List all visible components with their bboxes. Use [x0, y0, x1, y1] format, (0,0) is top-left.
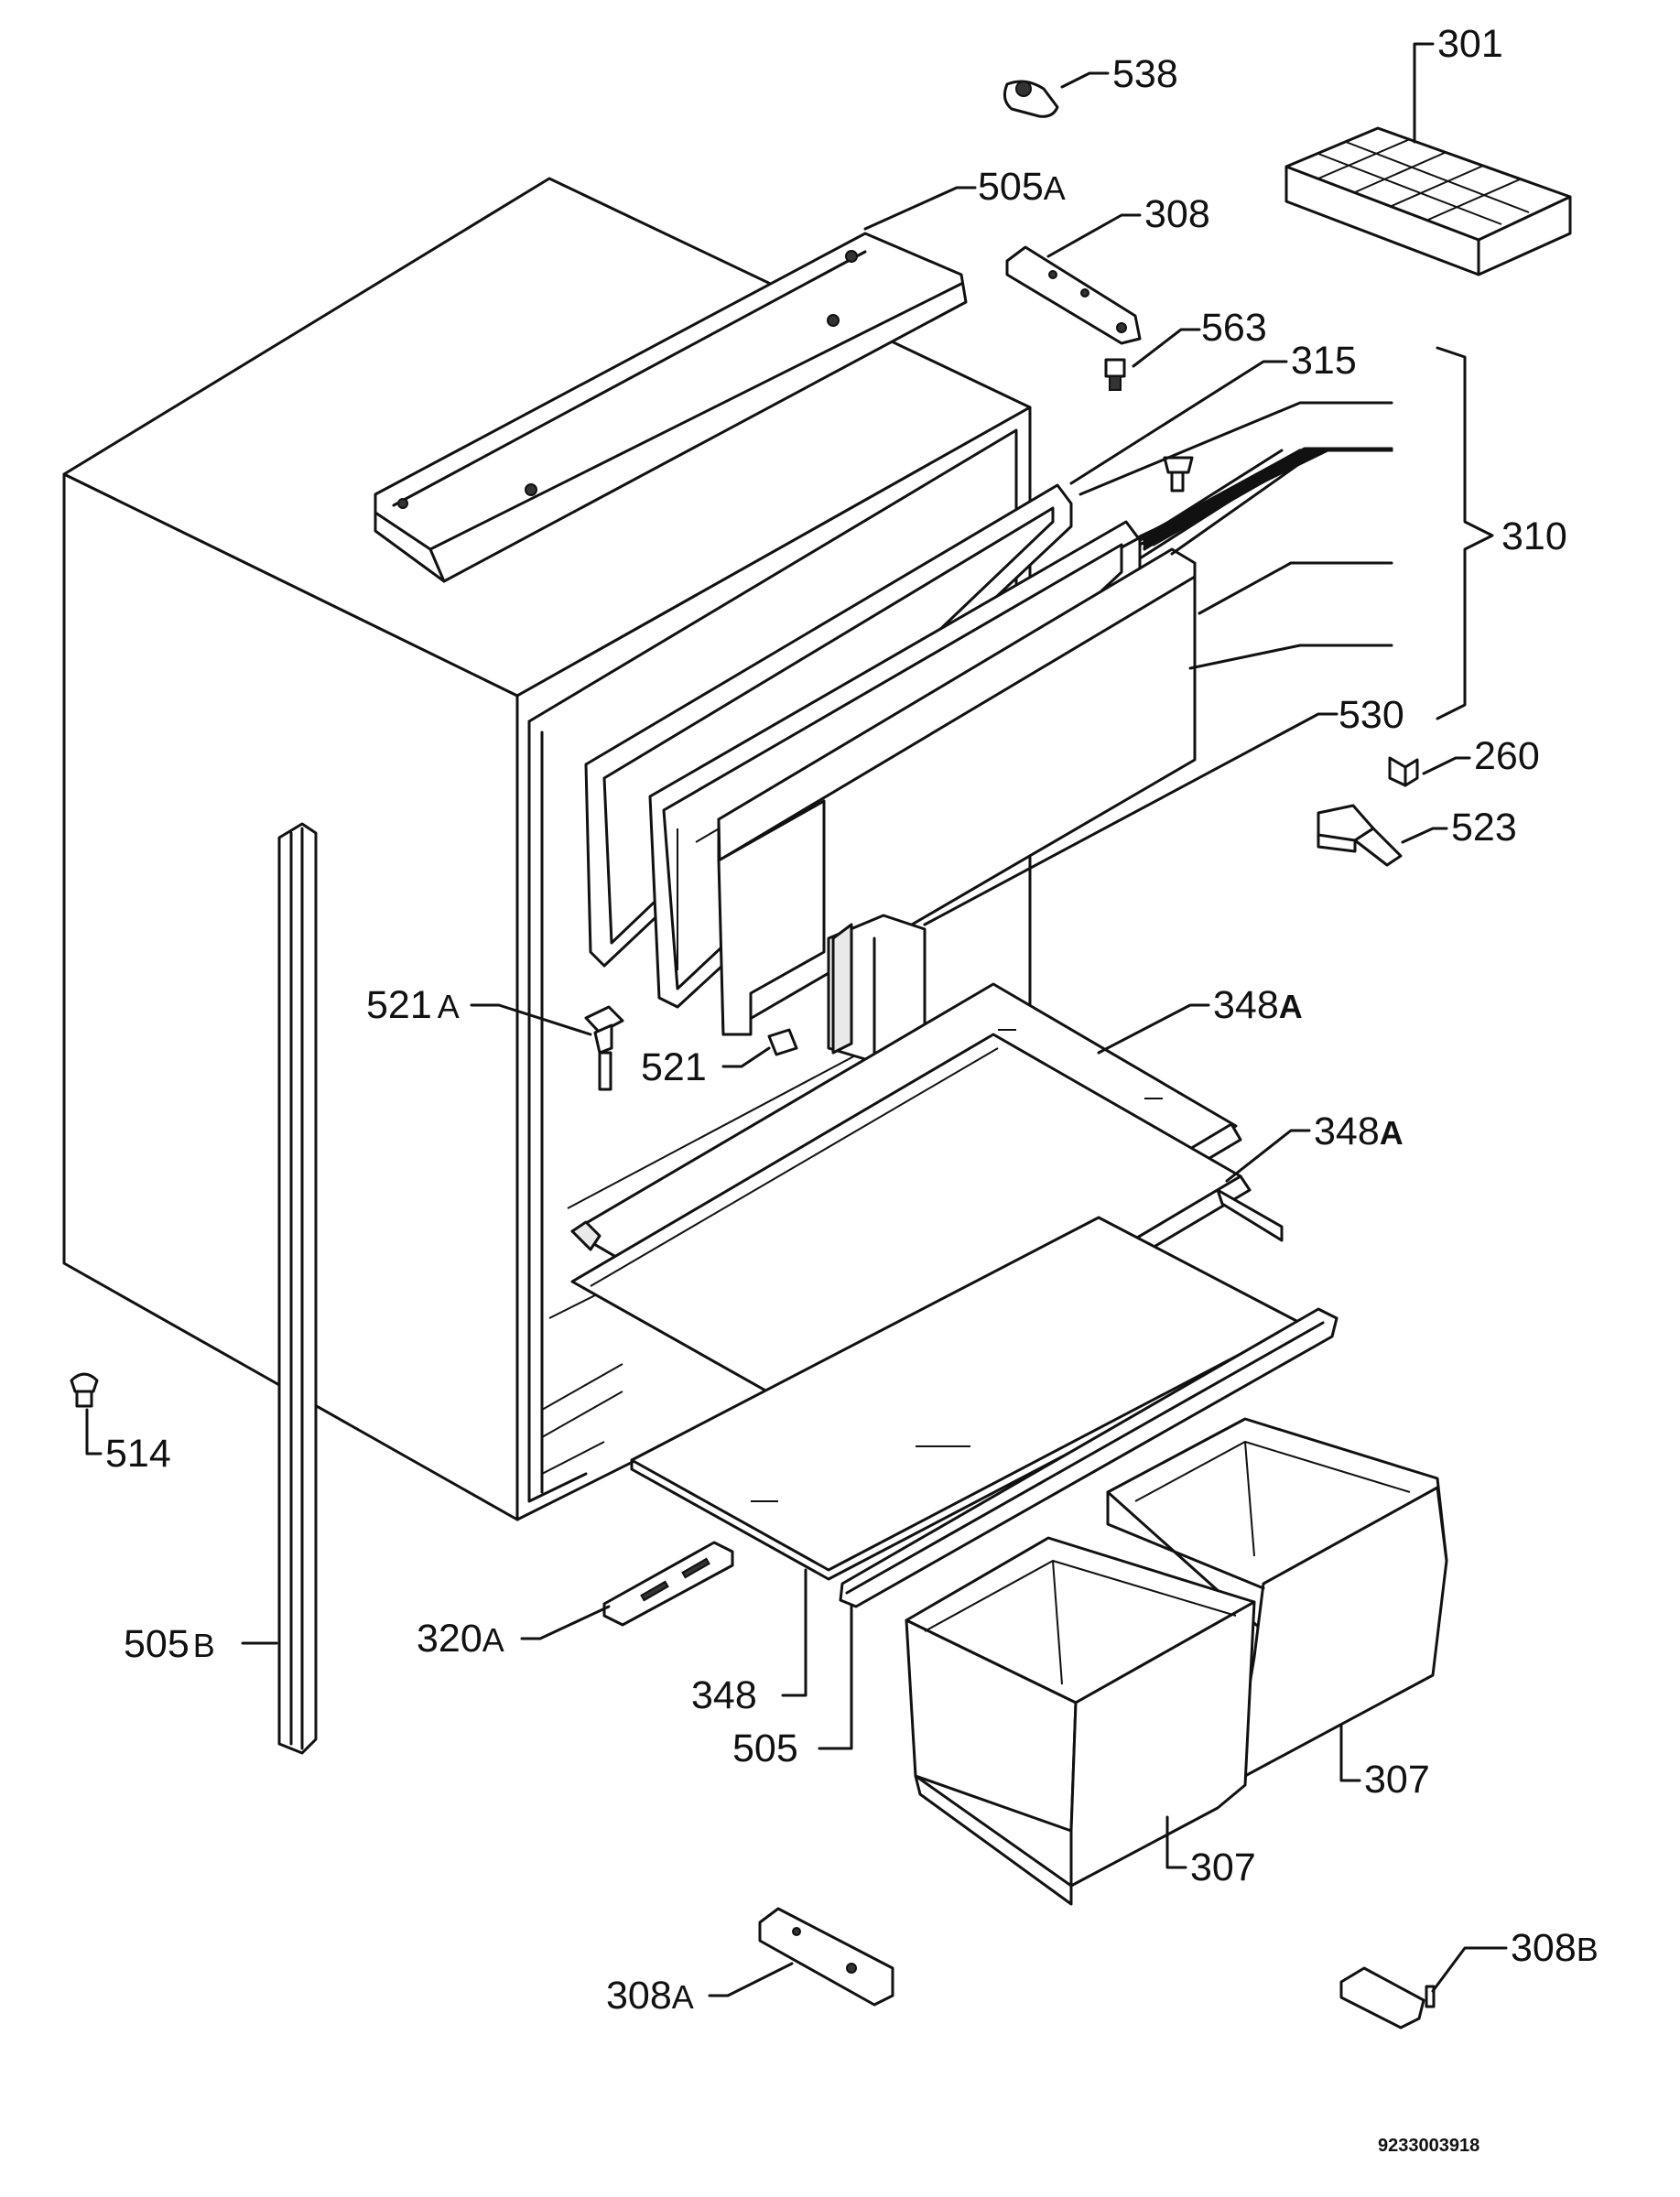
label-538: 538 [1112, 52, 1178, 96]
label-523: 523 [1451, 806, 1517, 850]
label-505a: 505A [978, 165, 1066, 209]
label-307-left: 307 [1190, 1845, 1256, 1889]
label-308b: 308B [1511, 1926, 1599, 1970]
label-307-right: 307 [1364, 1758, 1430, 1802]
label-308: 308 [1144, 192, 1210, 236]
pin-563 [1104, 358, 1126, 391]
clip-260 [1388, 756, 1419, 787]
bracket-320a [602, 1541, 734, 1627]
bin-307-right [1106, 1417, 1448, 1778]
hinge-308 [1005, 245, 1142, 345]
hinge-308b [1339, 1966, 1436, 2029]
top-rail-505a [374, 232, 968, 583]
front-strip-505 [839, 1307, 1339, 1608]
label-521: 521 [641, 1045, 707, 1089]
label-530: 530 [1339, 693, 1404, 737]
label-260: 260 [1474, 734, 1540, 778]
bin-307-left [905, 1536, 1256, 1906]
label-320a: 320A [417, 1617, 504, 1661]
label-315: 315 [1291, 339, 1357, 383]
label-301: 301 [1437, 22, 1503, 66]
label-348a-upper: 348A [1213, 983, 1303, 1027]
leader-lines [85, 42, 1508, 1997]
document-number: 9233003918 [1378, 2136, 1479, 2156]
label-308a: 308A [606, 1974, 694, 2018]
label-348a-lower: 348A [1314, 1109, 1404, 1153]
handle-530 [827, 914, 927, 1064]
screw-315 [1163, 456, 1194, 492]
label-310: 310 [1501, 514, 1567, 558]
callout-labels: 538 301 505A 308 563 315 310 530 260 523… [105, 22, 1599, 2156]
door-panel-530 [717, 547, 1197, 1036]
label-505: 505 [732, 1726, 798, 1770]
clip-538 [1003, 80, 1059, 118]
screw-514 [70, 1372, 99, 1408]
switch-523 [1317, 804, 1403, 867]
ice-tray-301 [1284, 126, 1572, 276]
vertical-seal-505b [277, 822, 318, 1755]
hinge-308a [758, 1907, 894, 2007]
label-563: 563 [1201, 306, 1267, 350]
ice-tray-grid [1317, 138, 1530, 225]
clip-521 [767, 1028, 798, 1056]
clip-521a [584, 1005, 624, 1091]
label-514: 514 [105, 1432, 171, 1476]
label-348: 348 [691, 1673, 757, 1717]
